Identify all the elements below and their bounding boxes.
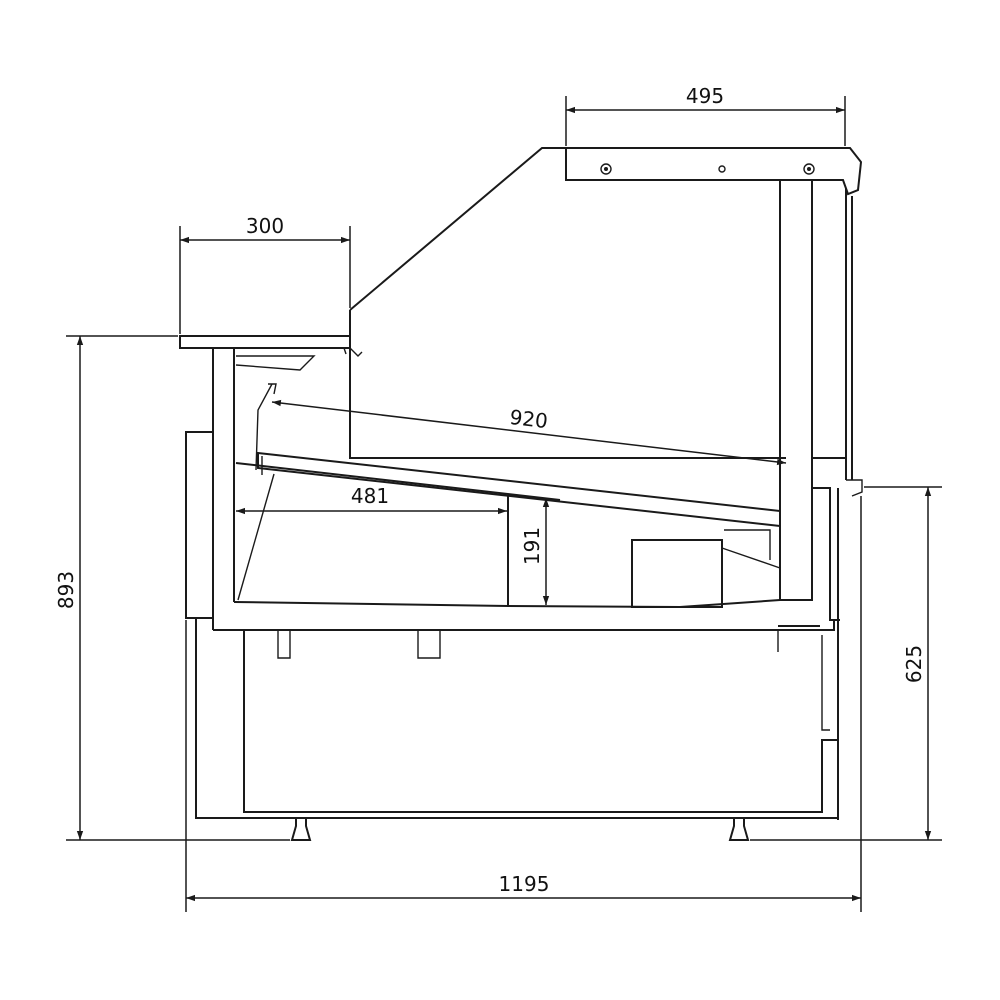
dimension-shelf-width: 300 (179, 214, 351, 334)
cabinet-outline (179, 147, 863, 841)
dimension-counter-height: 625 (750, 486, 942, 841)
dimension-label-counter-height: 625 (902, 645, 926, 683)
dimension-total-height: 893 (54, 335, 290, 841)
dimension-shelf-length: 920 (271, 399, 787, 466)
dimension-label-depth: 481 (351, 484, 389, 508)
dimension-label-shelf-width: 300 (246, 214, 284, 238)
dimension-label-shelf-length: 920 (508, 405, 549, 433)
dimension-label-top-width: 495 (686, 84, 724, 108)
dimension-depth: 481 (236, 484, 507, 515)
dimension-label-total-height: 893 (54, 571, 78, 609)
dimension-tray-height: 191 (520, 498, 550, 605)
dimension-total-width: 1195 (185, 496, 862, 912)
dimension-top-width: 495 (565, 84, 846, 146)
dimension-label-total-width: 1195 (499, 872, 550, 896)
dimension-label-tray-height: 191 (520, 527, 544, 565)
